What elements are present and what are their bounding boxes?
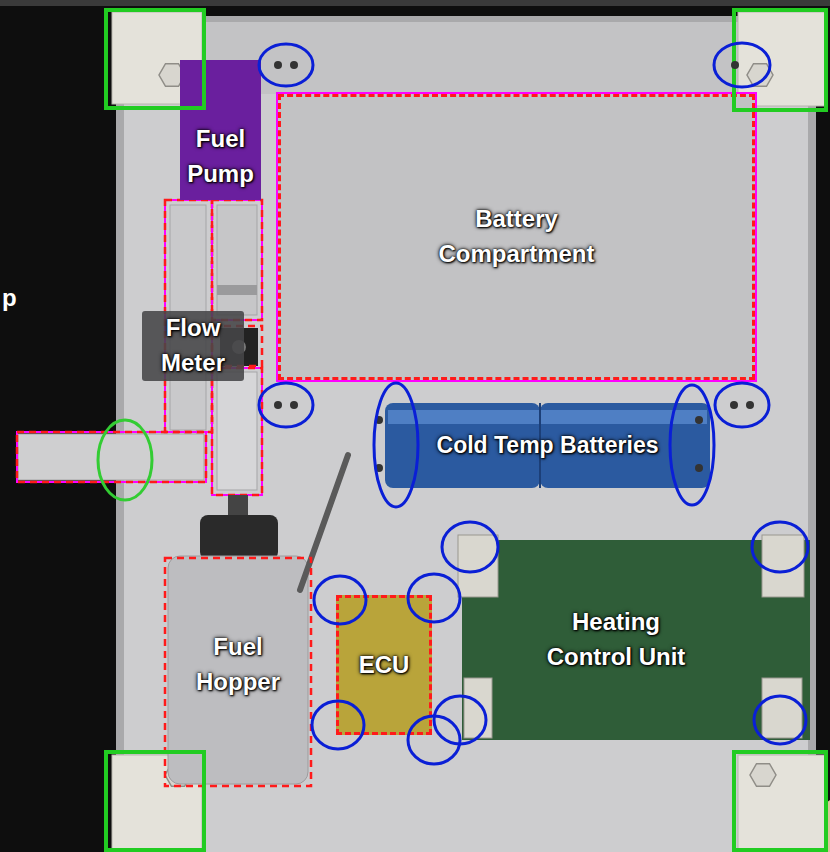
part-label: Heating Control Unit [546, 605, 686, 675]
enclosure-wall [116, 16, 816, 852]
screw-hole [730, 401, 738, 409]
hopper-cap [200, 515, 278, 560]
top-edge [0, 0, 830, 6]
fuel-pump: Fuel Pump [180, 60, 261, 200]
corner-mark [734, 10, 826, 110]
mount-mark [374, 383, 418, 507]
mount-mark [670, 385, 714, 505]
corner-marks [106, 10, 826, 850]
corner-mark [734, 752, 826, 850]
part-label: Battery Compartment [397, 202, 637, 272]
mount-mark [314, 576, 366, 624]
screw-hole [290, 61, 298, 69]
mount-mark [442, 522, 498, 572]
flow-meter: Flow Meter [140, 306, 246, 386]
flow-tube [217, 205, 257, 315]
mount-mark [752, 522, 808, 572]
mount-mark [259, 44, 313, 86]
outline [212, 368, 262, 495]
outline [212, 368, 262, 495]
screw-hole [274, 61, 282, 69]
mount-mark [714, 43, 770, 87]
hopper-bottle [168, 556, 308, 784]
hopper-nozzle [228, 495, 248, 517]
mount-marks [259, 43, 808, 764]
part-label: ECU [359, 648, 410, 683]
battery-compartment: Battery Compartment [278, 94, 755, 380]
outline [212, 200, 262, 320]
part-label: Flow Meter [142, 311, 244, 381]
screw-holes [274, 61, 754, 472]
sensor-wire [300, 455, 348, 590]
board-standoff [762, 678, 802, 738]
mount-mark [754, 696, 806, 744]
mount-mark [434, 696, 486, 744]
outlet-pipe [18, 434, 204, 480]
board-standoff [458, 535, 498, 597]
mount-mark [312, 701, 364, 749]
screw-hole [731, 61, 739, 69]
outline [17, 432, 206, 482]
fuel-hopper: Fuel Hopper [168, 610, 308, 720]
part-label: Fuel Hopper [173, 630, 303, 700]
screw-hole [290, 401, 298, 409]
screw-hole [274, 401, 282, 409]
corner-mark [106, 10, 204, 108]
part-label: Fuel Pump [185, 122, 256, 192]
joint-mark [98, 420, 152, 500]
mount-mark [715, 383, 769, 427]
board-standoff [464, 678, 492, 738]
mount-mark [408, 574, 460, 622]
cropped-label: p [2, 284, 17, 312]
corner-mark [106, 752, 204, 850]
screw-hole [746, 401, 754, 409]
part-label: Cold Temp Batteries [437, 429, 659, 462]
cell-highlight [388, 410, 707, 424]
mount-mark [259, 383, 313, 427]
hex-bolt [750, 764, 776, 787]
flow-tube [217, 372, 257, 490]
standoff [738, 12, 826, 106]
outline [17, 432, 206, 482]
standoff [738, 755, 826, 852]
screw-hole [695, 416, 703, 424]
outline [212, 200, 262, 320]
screw-hole [695, 464, 703, 472]
tube-band [217, 285, 257, 295]
cold-temp-batteries: Cold Temp Batteries [385, 403, 710, 488]
